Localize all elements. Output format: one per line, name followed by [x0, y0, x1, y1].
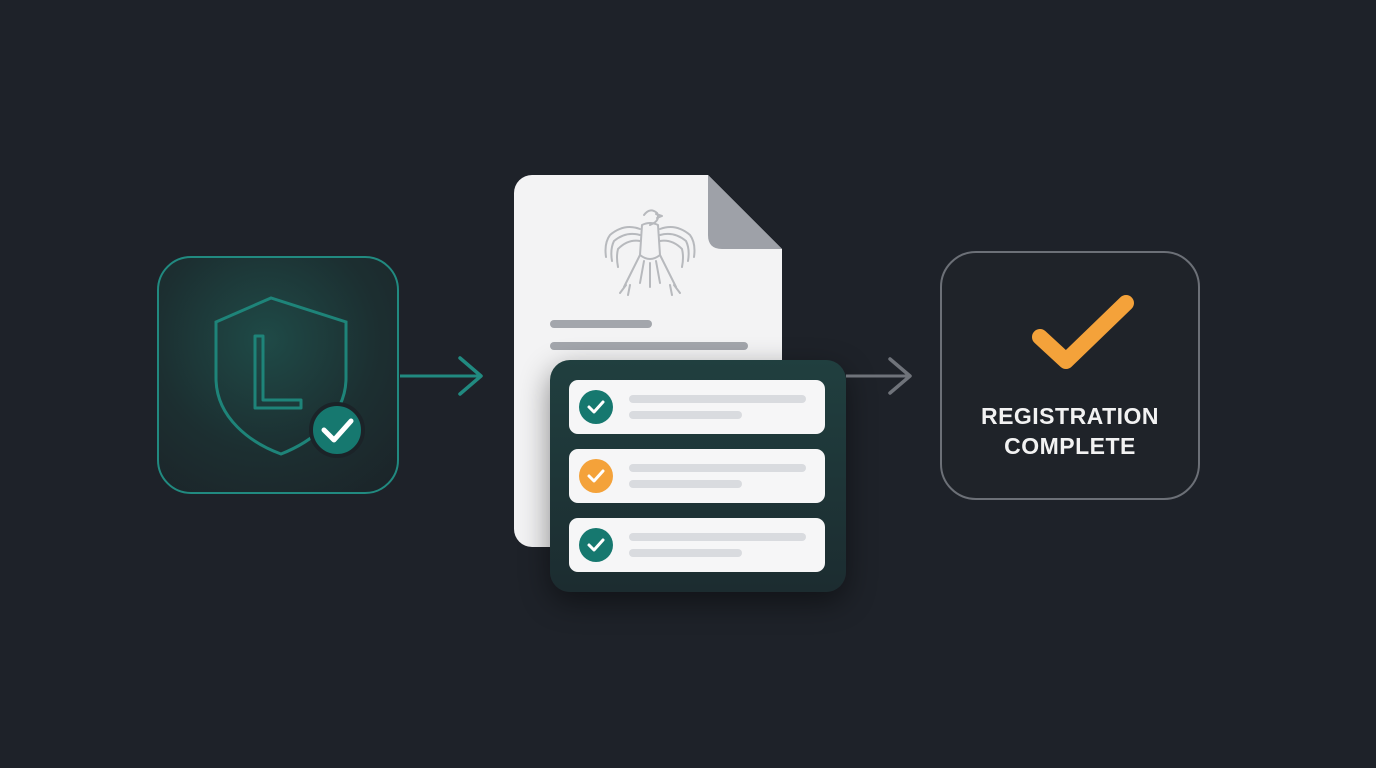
checklist-text-line — [629, 549, 742, 557]
eagle-emblem-icon — [604, 209, 696, 296]
checklist-text-line — [629, 411, 742, 419]
arrow-right-icon — [846, 357, 912, 395]
document-text-line — [550, 320, 652, 328]
arrow-right-icon — [400, 356, 483, 396]
checklist-item — [569, 518, 825, 572]
check-icon — [579, 390, 613, 424]
checklist-text-line — [629, 395, 806, 403]
page-fold — [708, 175, 782, 249]
checklist-item — [569, 449, 825, 503]
verification-checklist — [550, 360, 846, 592]
document-text-line — [550, 342, 748, 350]
checklist-item — [569, 380, 825, 434]
check-icon — [579, 459, 613, 493]
check-icon — [579, 528, 613, 562]
checklist-text-line — [629, 533, 806, 541]
checklist-text-line — [629, 464, 806, 472]
completion-title: REGISTRATION COMPLETE — [980, 403, 1160, 459]
identity-verification-card — [157, 256, 399, 494]
checkmark-icon — [1032, 295, 1134, 369]
shield-id-check-icon — [214, 296, 365, 458]
registration-complete-card: REGISTRATION COMPLETE — [940, 251, 1200, 500]
checklist-text-line — [629, 480, 742, 488]
